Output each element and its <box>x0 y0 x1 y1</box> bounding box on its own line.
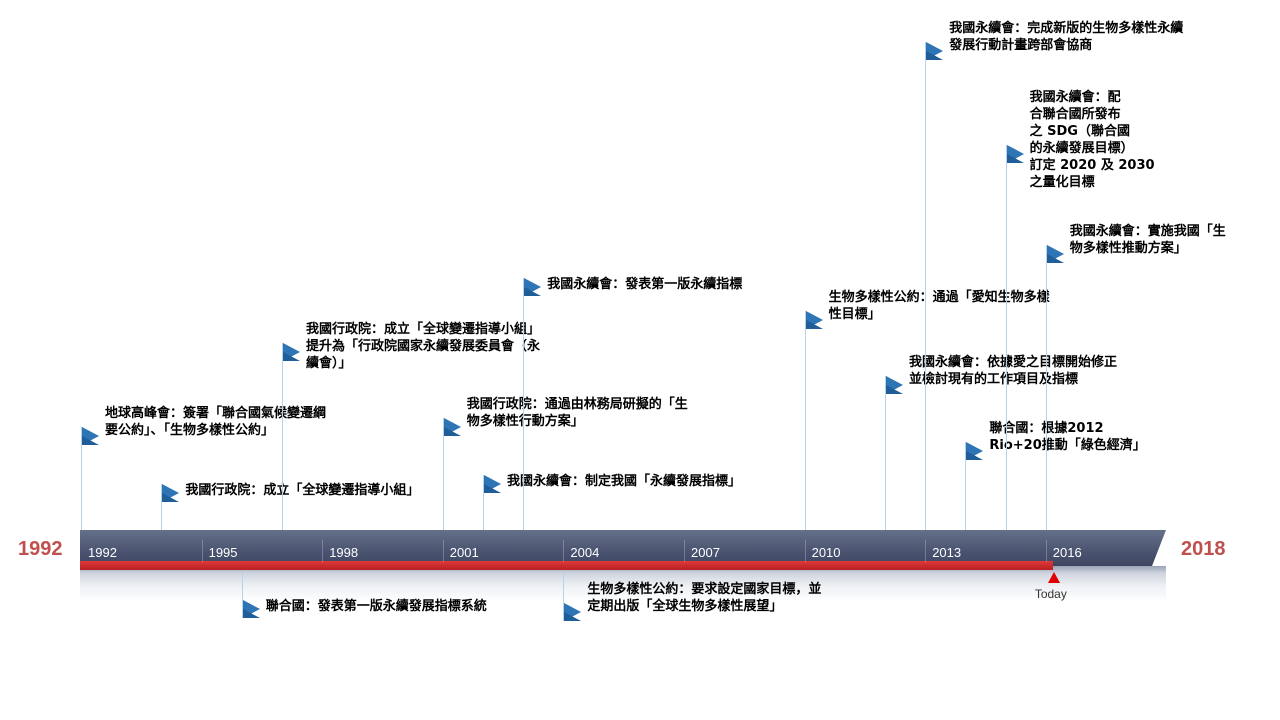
event-stem <box>1005 145 1007 530</box>
event-label: 我國永續會：配 合聯合國所發布 之 SDG（聯合國 的永續發展目標） 訂定 20… <box>1029 90 1155 190</box>
tick-label: 2001 <box>449 545 479 560</box>
event-stem <box>282 343 283 530</box>
timeline-bar-shadow <box>80 566 1166 602</box>
flag-icon <box>242 600 260 618</box>
event-label: 我國永續會：實施我國「生 物多樣性推動方案」 <box>1069 224 1226 256</box>
event-label: 我國永續會：依據愛之目標開始修正 並檢討現有的工作項目及指標 <box>909 355 1118 387</box>
event-stem <box>925 42 927 530</box>
tick-mark <box>442 540 444 562</box>
timeline-bar <box>80 530 1166 566</box>
event-label: 聯合國：發表第一版永續發展指標系統 <box>265 599 487 614</box>
flag-icon <box>524 278 542 296</box>
tick-mark <box>804 540 806 562</box>
flag-icon <box>805 311 823 329</box>
today-marker-icon <box>1047 572 1060 583</box>
flag-icon <box>484 475 501 493</box>
event-label: 我國永續會：完成新版的生物多樣性永續 發展行動計畫跨部會協商 <box>949 21 1184 53</box>
end-year-label: 2018 <box>1181 538 1226 560</box>
event-label: 聯合國：根據2012 Rio+20推動「綠色經濟」 <box>989 421 1146 453</box>
event-label: 我國行政院：成立「全球變遷指導小組」 提升為「行政院國家永續發展委員會（永 續會… <box>306 322 541 371</box>
event-label: 地球高峰會：簽署「聯合國氣候變遷綱 要公約」、「生物多樣性公約」 <box>105 406 327 438</box>
event-label: 我國永續會：發表第一版永續指標 <box>547 277 743 292</box>
event-stem <box>563 572 565 621</box>
event-stem <box>442 418 444 530</box>
tick-label: 2016 <box>1052 545 1082 560</box>
flag-icon <box>564 603 582 621</box>
flag-icon <box>162 484 180 502</box>
event-stem <box>483 475 484 530</box>
flag-icon <box>886 376 903 394</box>
event-stem <box>804 311 806 530</box>
flag-icon <box>926 42 944 60</box>
event-label: 我國行政院：通過由林務局研擬的「生 物多樣性行動方案」 <box>466 397 688 429</box>
event-stem <box>885 376 886 530</box>
tick-mark <box>201 540 203 562</box>
tick-mark <box>563 540 565 562</box>
tick-label: 2004 <box>570 545 600 560</box>
event-stem <box>81 427 82 530</box>
event-label: 我國永續會：制定我國「永續發展指標」 <box>507 474 742 489</box>
tick-mark <box>925 540 927 562</box>
tick-label: 2007 <box>691 545 720 560</box>
tick-label: 1998 <box>329 545 359 560</box>
today-label: Today <box>1034 587 1067 601</box>
tick-label: 2013 <box>932 545 962 560</box>
tick-mark <box>684 540 685 562</box>
event-label: 生物多樣性公約：要求設定國家目標，並 定期出版「全球生物多樣性展望」 <box>587 582 822 614</box>
tick-label: 2010 <box>811 545 841 560</box>
flag-icon <box>443 418 461 436</box>
progress-bar <box>80 561 1053 570</box>
flag-icon <box>1046 245 1064 263</box>
tick-label: 1992 <box>88 545 117 560</box>
event-stem <box>1045 245 1047 530</box>
event-stem <box>241 572 243 618</box>
event-stem <box>523 278 525 530</box>
event-stem <box>965 442 967 530</box>
flag-icon <box>82 427 99 445</box>
event-label: 我國行政院：成立「全球變遷指導小組」 <box>185 483 420 498</box>
flag-icon <box>966 442 984 460</box>
tick-label: 1995 <box>208 545 238 560</box>
start-year-label: 1992 <box>18 538 63 560</box>
tick-mark <box>1045 540 1047 562</box>
flag-icon <box>1006 145 1024 163</box>
event-stem <box>161 484 163 530</box>
flag-icon <box>283 343 300 361</box>
tick-mark <box>322 540 324 562</box>
event-label: 生物多樣性公約：通過「愛知生物多樣 性目標」 <box>828 290 1050 322</box>
